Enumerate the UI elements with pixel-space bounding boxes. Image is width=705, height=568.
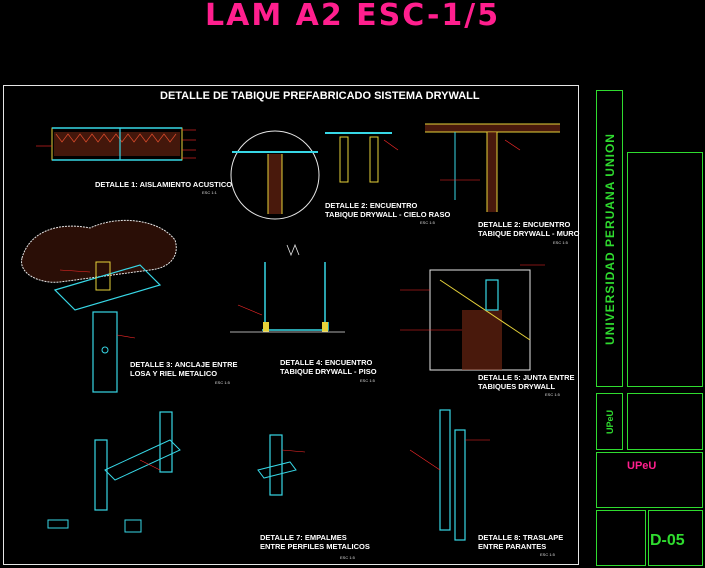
detail-8-label: DETALLE 8: TRASLAPE ENTRE PARANTES [478, 533, 564, 551]
detail-2-ceiling-drawing [230, 130, 399, 220]
owner-box [596, 452, 703, 508]
detail-7-scale: ESC 1:5 [340, 555, 355, 560]
detail-5-drawing [400, 264, 545, 371]
drawing-frame [3, 85, 579, 565]
detail-7-label: DETALLE 7: EMPALMES ENTRE PERFILES METAL… [260, 533, 370, 551]
sheet-number: D-05 [650, 532, 685, 549]
detail-5-scale: ESC 1:5 [545, 392, 560, 397]
detail-8-scale: ESC 1:5 [540, 552, 555, 557]
university-name: UNIVERSIDAD PERUANA UNION [602, 132, 617, 345]
detail-2-wall-scale: ESC 1:5 [553, 240, 568, 245]
upeu-vertical-label: UPeU [604, 409, 615, 434]
detail-7-drawing [257, 434, 306, 496]
detail-1-scale: ESC 1:1 [202, 190, 217, 195]
sheet-number-box [648, 510, 703, 566]
detail-1-drawing [36, 127, 196, 161]
main-title: DETALLE DE TABIQUE PREFABRICADO SISTEMA … [160, 90, 480, 102]
detail-2-wall-label: DETALLE 2: ENCUENTRO TABIQUE DRYWALL - M… [478, 220, 580, 238]
university-vertical-banner: UNIVERSIDAD PERUANA UNION [596, 90, 623, 387]
detail-2-ceiling-label: DETALLE 2: ENCUENTRO TABIQUE DRYWALL - C… [325, 201, 451, 219]
detail-1-label: DETALLE 1: AISLAMIENTO ACUSTICO [95, 180, 233, 189]
detail-3-label: DETALLE 3: ANCLAJE ENTRE LOSA Y RIEL MET… [130, 360, 238, 378]
detail-2-ceiling-scale: ESC 1:5 [420, 220, 435, 225]
sheet-title: LAM A2 ESC-1/5 [205, 0, 501, 33]
detail-5-label: DETALLE 5: JUNTA ENTRE TABIQUES DRYWALL [478, 373, 575, 391]
notes-box [596, 510, 646, 566]
upeu-logo-text: UPeU [627, 460, 657, 472]
detail-4-label: DETALLE 4: ENCUENTRO TABIQUE DRYWALL - P… [280, 358, 377, 376]
detail-3-drawing [21, 219, 177, 393]
detail-2-wall-drawing [425, 123, 560, 212]
project-info-box [627, 152, 703, 387]
drawing-title-box [627, 393, 703, 450]
upeu-vertical-box: UPeU [596, 393, 623, 450]
detail-3-scale: ESC 1:5 [215, 380, 230, 385]
detail-8-drawing [409, 409, 490, 541]
detail-4-drawing [230, 243, 345, 333]
detail-4-scale: ESC 1:5 [360, 378, 375, 383]
detail-6-drawing [47, 411, 181, 533]
